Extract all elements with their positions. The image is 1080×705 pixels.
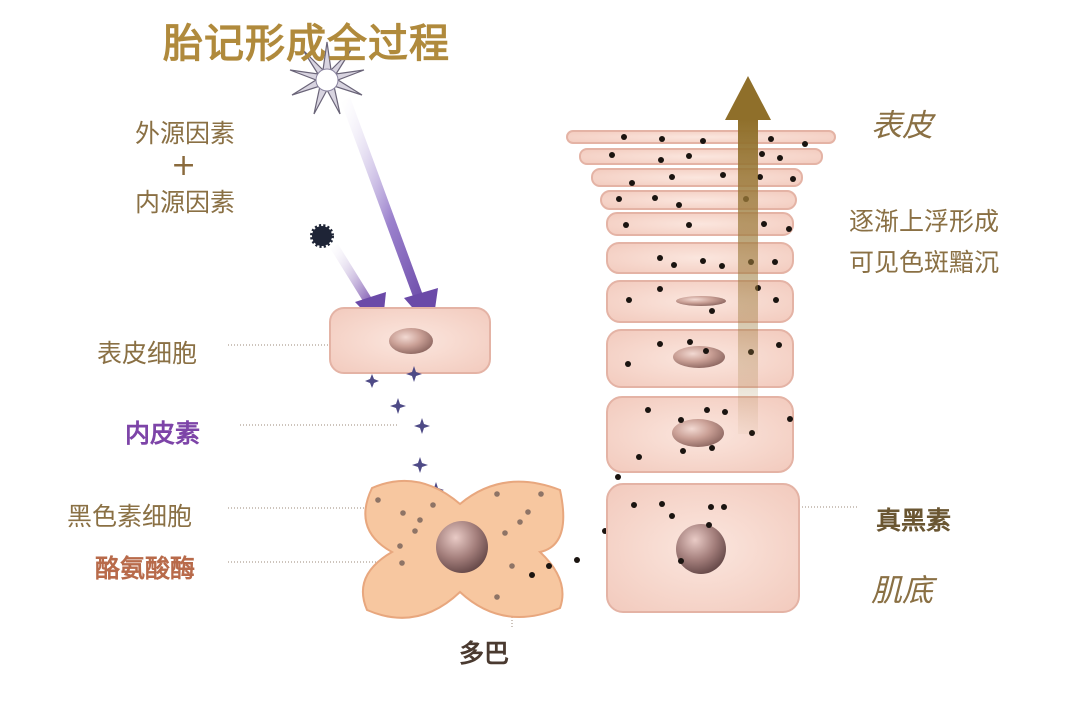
label-internal-factor: 内源因素 <box>135 188 236 217</box>
melanocyte-cell <box>362 474 621 619</box>
uv-arrow <box>341 97 438 330</box>
label-dopa: 多巴 <box>459 639 510 668</box>
page-title: 胎记形成全过程 <box>163 21 450 67</box>
label-base-layer: 肌底 <box>871 573 933 609</box>
layer-nuclei <box>672 296 726 574</box>
endothelin-particles <box>365 366 444 498</box>
epidermal-cell <box>329 307 491 374</box>
label-epidermis: 表皮 <box>871 108 933 144</box>
label-epidermal-cell: 表皮细胞 <box>97 339 198 368</box>
label-eumelanin: 真黑素 <box>876 506 952 535</box>
label-endothelin: 内皮素 <box>125 419 201 448</box>
label-tyrosinase: 酪氨酸酶 <box>95 554 196 583</box>
label-float-up-line2: 可见色斑黯沉 <box>849 248 1000 277</box>
particle-icon <box>310 224 334 248</box>
label-float-up-line1: 逐渐上浮形成 <box>849 207 1000 236</box>
label-melanocyte: 黑色素细胞 <box>67 502 193 531</box>
label-plus: + <box>171 148 197 183</box>
label-external-factor: 外源因素 <box>135 119 236 148</box>
float-up-arrow <box>725 76 771 434</box>
sunburst-icon <box>289 41 365 115</box>
